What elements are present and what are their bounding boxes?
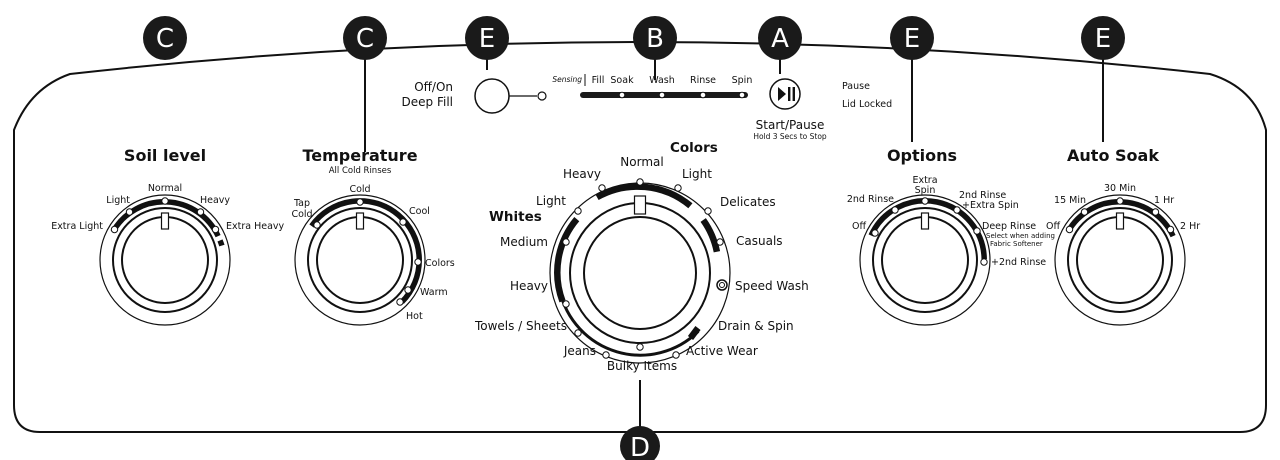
temp-cold-label: Cold: [349, 184, 370, 195]
cycle-normal-label: Normal: [620, 155, 663, 169]
cycle-towels-sheets-label: Towels / Sheets: [474, 319, 567, 333]
temp-colors-label: Colors: [425, 258, 455, 269]
options-2nd-rinse-extra-spin-label-line1: 2nd Rinse: [959, 190, 1006, 201]
auto-soak-title: Auto Soak: [1067, 146, 1159, 165]
options-deep-rinse-label: Deep Rinse: [982, 221, 1036, 232]
soil-level-knob-pointer[interactable]: [160, 212, 170, 230]
soil-light-label: Light: [106, 195, 130, 206]
speed-wash-indicator-light: [716, 279, 728, 291]
temp-cool-label: Cool: [409, 206, 430, 217]
auto-soak-15min-label: 15 Min: [1054, 195, 1086, 206]
play-pause-icon: [778, 87, 795, 101]
cycle-casuals-label: Casuals: [736, 234, 783, 248]
temp-warm-label: Warm: [420, 287, 448, 298]
soil-level-title: Soil level: [124, 146, 206, 165]
lid-locked-status-label: Lid Locked: [842, 99, 892, 110]
auto-soak-2hr-label: 2 Hr: [1180, 221, 1200, 232]
start-pause-hint: Hold 3 Secs to Stop: [753, 132, 827, 141]
status-step-fill: Fill: [592, 75, 605, 86]
soil-extra-heavy-label: Extra Heavy: [226, 221, 285, 232]
svg-text:C: C: [356, 24, 374, 54]
callout-badge-c-soil: C: [143, 16, 187, 60]
power-label-line1: Off/On: [414, 80, 453, 94]
options-2nd-rinse-extra-spin-label-line2: +Extra Spin: [962, 200, 1019, 211]
cycle-drain-spin-label: Drain & Spin: [718, 319, 794, 333]
status-indicator-lights: [618, 91, 746, 99]
svg-text:A: A: [771, 24, 789, 54]
temperature-title: Temperature: [302, 146, 417, 165]
options-extra-spin-label-line1: Extra: [912, 175, 937, 186]
soil-level-indicator-lights: [110, 197, 220, 234]
temp-tap-cold-label-line2: Cold: [291, 209, 312, 220]
status-step-spin: Spin: [732, 75, 753, 86]
temp-hot-label: Hot: [406, 311, 423, 322]
callout-badge-e-autosoak: E: [1081, 16, 1125, 60]
pause-status-label: Pause: [842, 81, 870, 92]
auto-soak-off-label: Off: [1046, 221, 1060, 232]
callout-badge-d-cycle: D: [620, 426, 660, 460]
status-step-soak: Soak: [610, 75, 634, 86]
svg-text:E: E: [904, 24, 920, 54]
cycle-jeans-label: Jeans: [563, 344, 596, 358]
svg-text:B: B: [646, 24, 664, 54]
svg-text:D: D: [630, 433, 650, 460]
cycle-bulky-items-label: Bulky Items: [607, 359, 677, 373]
temperature-dial: Temperature All Cold Rinses: [294, 146, 426, 326]
svg-text:E: E: [1095, 24, 1111, 54]
auto-soak-indicator-lights: [1065, 197, 1175, 234]
options-plus-2nd-rinse-label: +2nd Rinse: [991, 257, 1046, 268]
options-deep-rinse-note-line2: Fabric Softener: [990, 240, 1043, 248]
callout-lines: [364, 58, 1104, 430]
start-pause-label: Start/Pause: [756, 118, 825, 132]
options-extra-spin-label-line2: Spin: [915, 185, 936, 196]
cycle-indicator-lights: [562, 178, 724, 359]
callout-badge-a-start: A: [758, 16, 802, 60]
soil-level-dial: Soil level: [99, 146, 231, 326]
options-2nd-rinse-label: 2nd Rinse: [847, 194, 894, 205]
callout-badge-e-power: E: [465, 16, 509, 60]
cycle-heavy-colors-label: Heavy: [563, 167, 601, 181]
options-title: Options: [887, 146, 957, 165]
sensing-label: Sensing: [552, 75, 582, 84]
cycle-delicates-label: Delicates: [720, 195, 776, 209]
status-step-rinse: Rinse: [690, 75, 716, 86]
cycle-dial: [549, 182, 731, 364]
auto-soak-knob-pointer[interactable]: [1115, 212, 1125, 230]
options-knob-pointer[interactable]: [920, 212, 930, 230]
cycle-medium-label: Medium: [500, 235, 548, 249]
svg-text:C: C: [156, 24, 174, 54]
cycle-active-wear-label: Active Wear: [686, 344, 758, 358]
options-deep-rinse-note-line1: Select when adding: [986, 232, 1055, 240]
options-off-label: Off: [852, 221, 866, 232]
callout-badge-b-status: B: [633, 16, 677, 60]
callout-badge-c-temperature: C: [343, 16, 387, 60]
soil-extra-light-label: Extra Light: [51, 221, 103, 232]
svg-text:E: E: [479, 24, 495, 54]
options-dial: Options: [859, 146, 991, 326]
deep-fill-indicator-light: [537, 91, 547, 101]
status-step-wash: Wash: [649, 75, 675, 86]
cycle-knob-pointer[interactable]: [633, 195, 647, 215]
options-indicator-lights: [871, 197, 988, 266]
cycle-whites-header: Whites: [489, 209, 542, 225]
temperature-subtitle: All Cold Rinses: [329, 166, 392, 176]
cycle-heavy-whites-label: Heavy: [510, 279, 548, 293]
soil-normal-label: Normal: [148, 183, 182, 194]
callout-badge-e-options: E: [890, 16, 934, 60]
power-label-line2: Deep Fill: [402, 95, 453, 109]
soil-heavy-label: Heavy: [200, 195, 230, 206]
auto-soak-30min-label: 30 Min: [1104, 183, 1136, 194]
cycle-light-colors-label: Light: [682, 167, 712, 181]
temperature-knob-pointer[interactable]: [355, 212, 365, 230]
cycle-light-whites-label: Light: [536, 194, 566, 208]
power-deep-fill-button[interactable]: [474, 78, 510, 114]
auto-soak-dial: Auto Soak: [1054, 146, 1186, 326]
cycle-colors-header: Colors: [670, 140, 718, 156]
cycle-speed-wash-label: Speed Wash: [735, 279, 809, 293]
temp-tap-cold-label-line1: Tap: [293, 198, 310, 209]
auto-soak-1hr-label: 1 Hr: [1154, 195, 1174, 206]
temperature-indicator-lights: [313, 198, 422, 306]
